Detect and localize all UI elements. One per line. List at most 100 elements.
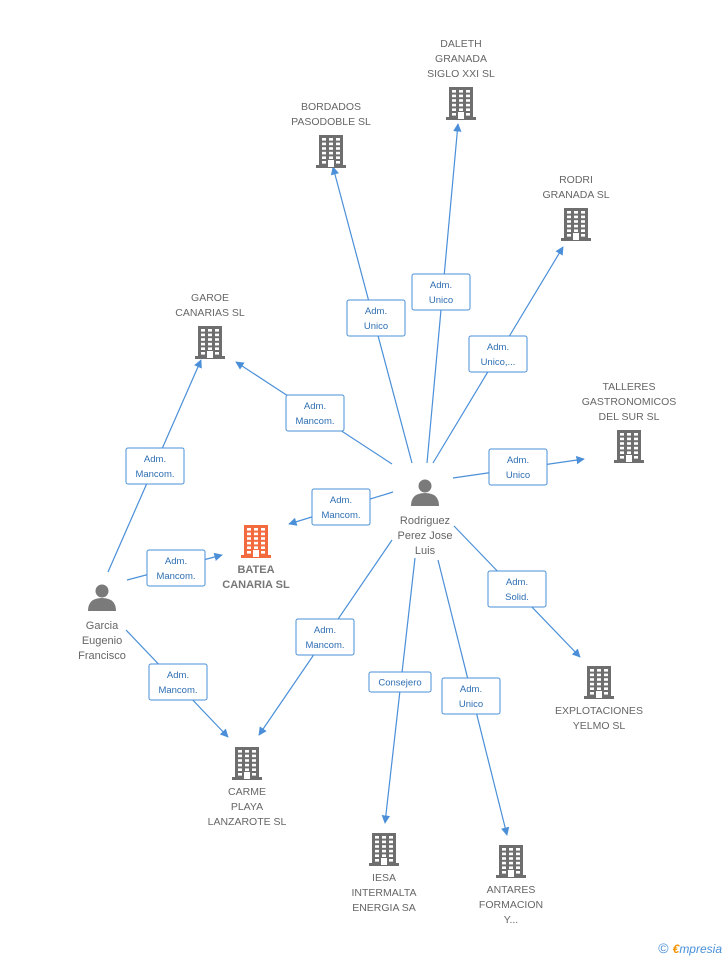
building-icon bbox=[561, 208, 591, 241]
edge-label-text: Mancom. bbox=[135, 469, 174, 480]
company-batea[interactable]: BATEA CANARIA SL bbox=[222, 525, 290, 591]
edge-label-text: Mancom. bbox=[156, 571, 195, 582]
person-label: Garcia bbox=[86, 620, 119, 632]
edge-label-text: Unico bbox=[506, 470, 530, 481]
edge-label-box bbox=[346, 299, 406, 337]
company-label: IESA bbox=[372, 872, 396, 884]
company-label: GASTRONOMICOS bbox=[582, 396, 677, 408]
company-label: CARME bbox=[228, 786, 266, 798]
person-label: Eugenio bbox=[82, 635, 122, 647]
company-label: ENERGIA SA bbox=[352, 902, 416, 914]
edge-label-box bbox=[368, 671, 432, 693]
company-label: INTERMALTA bbox=[352, 887, 417, 899]
company-label: LANZAROTE SL bbox=[208, 816, 287, 828]
edge-label-box bbox=[468, 335, 528, 373]
edge-label-rodriguez-explotaciones[interactable]: Adm.Solid. bbox=[487, 570, 547, 608]
edge-label-box bbox=[285, 394, 345, 432]
edge-label-text: Adm. bbox=[304, 401, 326, 412]
brand-initial: € bbox=[672, 942, 680, 956]
edge-label-box bbox=[146, 549, 206, 587]
company-rodri[interactable]: RODRI GRANADA SL bbox=[542, 174, 610, 241]
edge-label-rodriguez-garoe[interactable]: Adm. Mancom. bbox=[285, 394, 345, 432]
edge-label-text: Adm. bbox=[167, 670, 189, 681]
company-label: SIGLO XXI SL bbox=[427, 68, 495, 80]
building-icon bbox=[241, 525, 271, 558]
edge-label-text: Mancom. bbox=[321, 510, 360, 521]
company-label: YELMO SL bbox=[573, 720, 626, 732]
edge-label-text: Unico,... bbox=[481, 357, 516, 368]
company-label: PLAYA bbox=[231, 801, 263, 813]
company-label: GRANADA SL bbox=[542, 189, 609, 201]
edge-label-box bbox=[125, 447, 185, 485]
company-explotaciones[interactable]: EXPLOTACIONES YELMO SL bbox=[555, 666, 643, 732]
company-label: BATEA bbox=[237, 564, 274, 576]
edge-label-rodriguez-daleth[interactable]: Adm. Unico bbox=[411, 273, 471, 311]
building-icon bbox=[316, 135, 346, 168]
edge-label-text: Mancom. bbox=[295, 416, 334, 427]
company-label: DEL SUR SL bbox=[599, 411, 660, 423]
company-label: RODRI bbox=[559, 174, 593, 186]
building-icon bbox=[584, 666, 614, 699]
building-icon bbox=[446, 87, 476, 120]
edge-label-text: Unico bbox=[429, 295, 453, 306]
edge-label-box bbox=[488, 448, 548, 486]
copyright-symbol: © bbox=[658, 940, 669, 956]
company-bordados[interactable]: BORDADOS PASODOBLE SL bbox=[291, 101, 371, 168]
edge-label-rodriguez-batea[interactable]: Adm.Mancom. bbox=[311, 488, 371, 526]
building-icon bbox=[614, 430, 644, 463]
edge-label-box bbox=[311, 488, 371, 526]
edge-label-text: Unico bbox=[364, 321, 388, 332]
edge-label-rodriguez-antares[interactable]: Adm. Unico bbox=[441, 677, 501, 715]
edge-label-text: Mancom. bbox=[305, 640, 344, 651]
company-antares[interactable]: ANTARESFORMACIONY... bbox=[479, 845, 543, 926]
building-icon bbox=[496, 845, 526, 878]
company-iesa[interactable]: IESA INTERMALTA ENERGIA SA bbox=[352, 833, 417, 914]
company-label: ANTARES bbox=[487, 884, 536, 896]
edge-label-rodriguez-iesa[interactable]: Consejero bbox=[368, 671, 432, 693]
edge-label-garcia-garoe[interactable]: Adm.Mancom. bbox=[125, 447, 185, 485]
company-carme[interactable]: CARME PLAYA LANZAROTE SL bbox=[208, 747, 287, 828]
building-icon bbox=[232, 747, 262, 780]
company-label: PASODOBLE SL bbox=[291, 116, 371, 128]
company-label: GRANADA bbox=[435, 53, 487, 65]
person-label: Francisco bbox=[78, 650, 126, 662]
edge-label-text: Unico bbox=[459, 699, 483, 710]
company-label: EXPLOTACIONES bbox=[555, 705, 643, 717]
edge-label-text: Adm. bbox=[507, 455, 529, 466]
edge-label-text: Adm. bbox=[487, 342, 509, 353]
building-icon bbox=[195, 326, 225, 359]
edge-label-text: Adm. bbox=[314, 625, 336, 636]
person-icon bbox=[88, 584, 116, 611]
edge-label-text: Adm. bbox=[430, 280, 452, 291]
footer-brand[interactable]: ©€mpresia bbox=[658, 940, 722, 956]
building-icon bbox=[369, 833, 399, 866]
company-label: CANARIAS SL bbox=[175, 307, 245, 319]
edge-labels-layer: Adm.UnicoAdm.UnicoAdm.Unico,...Adm.Manco… bbox=[125, 273, 548, 715]
edge-label-text: Adm. bbox=[460, 684, 482, 695]
edge-label-rodriguez-rodri[interactable]: Adm. Unico,... bbox=[468, 335, 528, 373]
edge-label-text: Consejero bbox=[378, 678, 421, 689]
company-label: BORDADOS bbox=[301, 101, 361, 113]
company-label: FORMACION bbox=[479, 899, 543, 911]
edge-label-box bbox=[441, 677, 501, 715]
edge-label-rodriguez-bordados[interactable]: Adm. Unico bbox=[346, 299, 406, 337]
edge-label-box bbox=[295, 618, 355, 656]
edge-label-rodriguez-talleres[interactable]: Adm. Unico bbox=[488, 448, 548, 486]
person-icon bbox=[411, 479, 439, 506]
brand-name: mpresia bbox=[679, 942, 722, 956]
edge-label-box bbox=[487, 570, 547, 608]
person-label: Luis bbox=[415, 545, 436, 557]
edge-label-box bbox=[411, 273, 471, 311]
edge-label-garcia-carme[interactable]: Adm.Mancom. bbox=[148, 663, 208, 701]
edge-label-text: Adm. bbox=[365, 306, 387, 317]
edge-label-rodriguez-carme[interactable]: Adm. Mancom. bbox=[295, 618, 355, 656]
edge-label-text: Solid. bbox=[505, 592, 529, 603]
company-label: CANARIA SL bbox=[222, 579, 290, 591]
edge-label-garcia-batea[interactable]: Adm.Mancom. bbox=[146, 549, 206, 587]
